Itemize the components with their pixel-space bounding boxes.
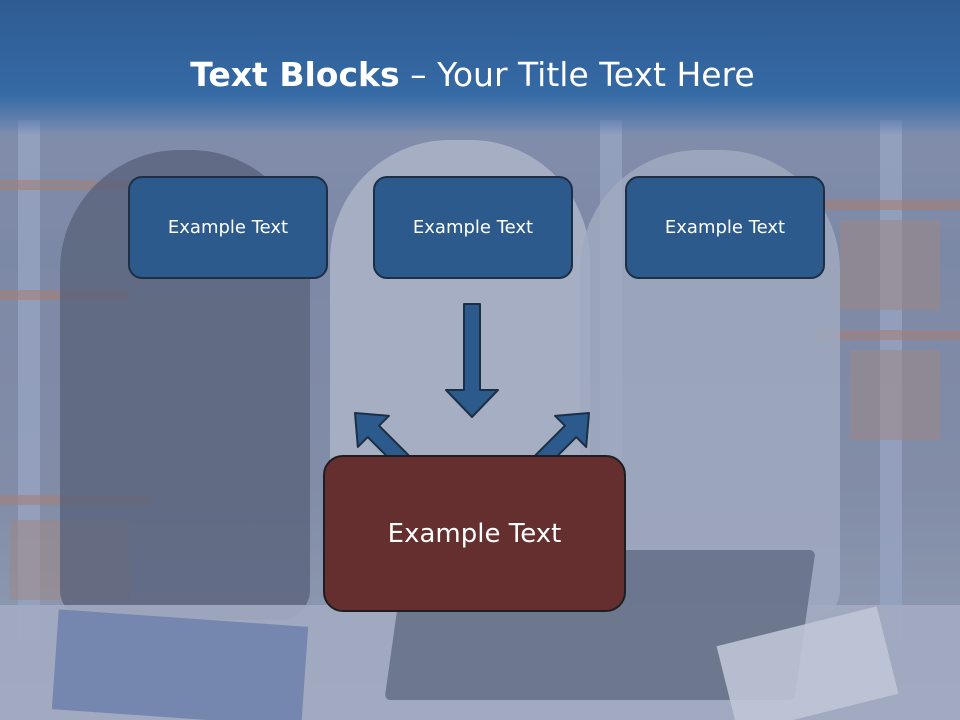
- text-block-bottom-label: Example Text: [387, 518, 562, 549]
- shelf: [820, 200, 960, 210]
- text-block-right[interactable]: Example Text: [625, 176, 825, 279]
- title-bar: [0, 0, 960, 135]
- slide-title: Text Blocks – Your Title Text Here: [0, 52, 945, 98]
- text-block-center-label: Example Text: [412, 217, 534, 238]
- text-block-right-label: Example Text: [664, 217, 786, 238]
- text-block-left-label: Example Text: [167, 217, 289, 238]
- shelf-rack: [18, 120, 40, 640]
- storage-box: [850, 350, 940, 440]
- slide-title-bold: Text Blocks: [190, 55, 400, 94]
- slide-title-rest: – Your Title Text Here: [399, 55, 755, 94]
- storage-box: [840, 220, 940, 310]
- text-block-bottom[interactable]: Example Text: [323, 455, 626, 612]
- shelf: [0, 180, 130, 190]
- arrow-down: [445, 303, 499, 418]
- text-block-center[interactable]: Example Text: [373, 176, 573, 279]
- shelf: [820, 330, 960, 340]
- text-block-left[interactable]: Example Text: [128, 176, 328, 279]
